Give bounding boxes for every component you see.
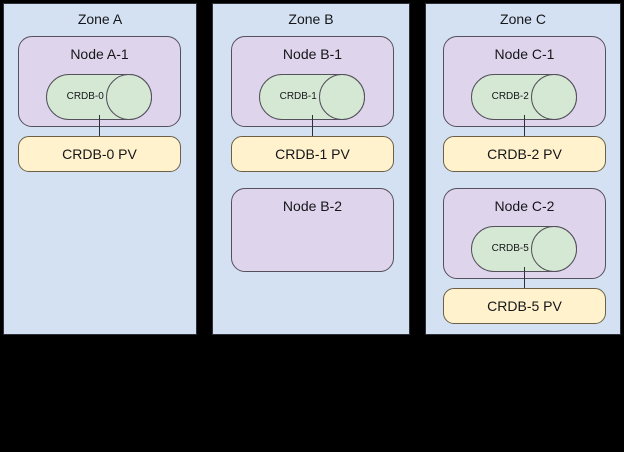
pv-crdb-0[interactable]: CRDB-0 PV (18, 136, 181, 172)
database-crdb-1[interactable]: CRDB-1 (259, 74, 365, 120)
database-crdb-2[interactable]: CRDB-2 (471, 74, 577, 120)
connector-node-b-1-to-pv (312, 115, 313, 138)
zone-b-title: Zone B (288, 11, 334, 27)
node-b-2[interactable]: Node B-2 (231, 188, 394, 272)
pv-crdb-2[interactable]: CRDB-2 PV (443, 136, 606, 172)
cylinder-shape-icon (471, 74, 577, 120)
node-c-1-title: Node C-1 (494, 46, 555, 62)
cylinder-shape-icon (46, 74, 152, 120)
connector-node-c-2-to-pv (524, 267, 525, 290)
connector-node-c-1-to-pv (524, 115, 525, 138)
zone-a-title: Zone A (77, 11, 123, 27)
database-crdb-0[interactable]: CRDB-0 (46, 74, 152, 120)
zone-c-title: Zone C (500, 11, 546, 27)
node-b-1-title: Node B-1 (282, 46, 343, 62)
pv-crdb-0-label: CRDB-0 PV (62, 146, 137, 162)
node-c-2-title: Node C-2 (494, 198, 555, 214)
node-a-1-title: Node A-1 (70, 46, 129, 62)
database-crdb-5[interactable]: CRDB-5 (471, 226, 577, 272)
pv-crdb-2-label: CRDB-2 PV (487, 146, 562, 162)
pv-crdb-5-label: CRDB-5 PV (487, 298, 562, 314)
pv-crdb-5[interactable]: CRDB-5 PV (443, 288, 606, 324)
cylinder-shape-icon (471, 226, 577, 272)
pv-crdb-1-label: CRDB-1 PV (275, 146, 350, 162)
connector-node-a-1-to-pv (99, 115, 100, 138)
node-b-2-title: Node B-2 (282, 198, 343, 214)
pv-crdb-1[interactable]: CRDB-1 PV (231, 136, 394, 172)
cylinder-shape-icon (259, 74, 365, 120)
